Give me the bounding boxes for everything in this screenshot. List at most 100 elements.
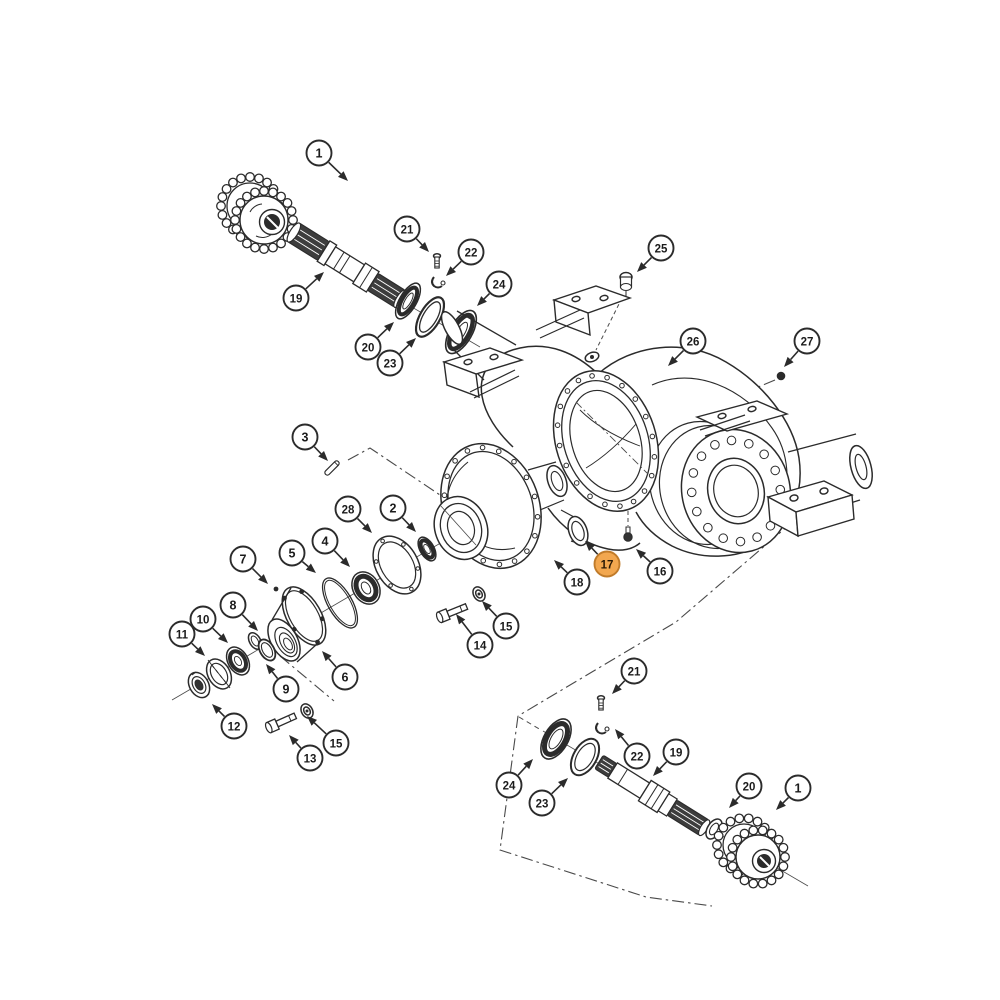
callout-number: 12 — [228, 721, 241, 733]
callout-circle — [528, 789, 556, 817]
callout-number: 10 — [197, 614, 210, 626]
callout-number: 16 — [654, 566, 667, 578]
callout-18[interactable]: 18 — [554, 560, 591, 596]
callout-10[interactable]: 10 — [189, 605, 229, 644]
callout-number: 11 — [176, 629, 189, 641]
callout-21[interactable]: 21 — [393, 215, 430, 253]
leader-arrowhead — [307, 716, 317, 726]
callout-number: 20 — [362, 342, 375, 354]
callout-21[interactable]: 21 — [612, 657, 648, 695]
callout-28[interactable]: 28 — [334, 495, 373, 534]
callout-number: 1 — [316, 147, 323, 161]
callout-24[interactable]: 24 — [495, 759, 534, 799]
callout-circle — [354, 333, 382, 361]
callout-number: 23 — [536, 798, 549, 810]
callout-25[interactable]: 25 — [637, 234, 675, 273]
leader-arrowhead — [362, 523, 372, 533]
callout-19[interactable]: 19 — [282, 272, 325, 312]
leader-arrowhead — [554, 560, 564, 570]
part-plug-27 — [776, 371, 786, 381]
callout-circle — [485, 270, 513, 298]
leader-arrowhead — [523, 759, 533, 770]
leader-arrowhead — [384, 322, 394, 332]
callout-22[interactable]: 22 — [446, 238, 485, 277]
callout-8[interactable]: 8 — [219, 591, 259, 632]
leader-arrowhead — [637, 262, 647, 272]
leader-arrowhead — [218, 633, 228, 643]
callout-circle — [647, 234, 675, 262]
callout-circle — [679, 327, 707, 355]
leader-arrowhead — [477, 296, 487, 306]
callout-3[interactable]: 3 — [291, 423, 329, 462]
callout-9[interactable]: 9 — [266, 664, 300, 703]
leader-arrowhead — [729, 797, 739, 808]
callout-number: 21 — [401, 224, 414, 236]
callout-11[interactable]: 11 — [168, 620, 206, 657]
callout-2[interactable]: 2 — [379, 494, 417, 533]
callout-number: 9 — [283, 683, 290, 697]
callout-7[interactable]: 7 — [229, 545, 269, 585]
part-bolt-14 — [435, 602, 469, 624]
callout-number: 5 — [289, 547, 296, 561]
leader-arrowhead — [456, 614, 466, 625]
callout-1[interactable]: 1 — [305, 139, 349, 182]
callout-14[interactable]: 14 — [456, 614, 494, 659]
callout-20[interactable]: 20 — [729, 772, 763, 809]
leader-arrowhead — [776, 800, 786, 810]
leader-arrowhead — [784, 356, 794, 367]
part-pilot-bearing-2 — [417, 536, 437, 562]
callout-27[interactable]: 27 — [784, 327, 821, 368]
callout-circle — [189, 605, 217, 633]
callout-19[interactable]: 19 — [653, 738, 690, 777]
callout-20[interactable]: 20 — [354, 322, 395, 361]
leader-line — [782, 796, 790, 804]
callout-23[interactable]: 23 — [528, 778, 569, 817]
callout-17[interactable]: 17 — [585, 541, 621, 578]
callout-16[interactable]: 16 — [636, 549, 674, 585]
callout-22[interactable]: 22 — [615, 729, 651, 770]
callout-15[interactable]: 15 — [482, 601, 520, 640]
leader-arrowhead — [653, 766, 663, 776]
callout-4[interactable]: 4 — [311, 527, 351, 568]
callout-circle — [272, 675, 300, 703]
callout-13[interactable]: 13 — [289, 735, 324, 772]
callout-circle — [168, 620, 196, 648]
part-shim-ring-lower — [569, 737, 601, 777]
leader-line — [212, 627, 222, 637]
callout-number: 19 — [670, 747, 683, 759]
callout-1[interactable]: 1 — [776, 774, 812, 811]
callout-number: 21 — [628, 666, 641, 678]
callout-number: 27 — [801, 336, 814, 348]
leader-line — [191, 642, 199, 650]
leader-line — [301, 561, 309, 568]
callout-circle — [282, 284, 310, 312]
callout-15[interactable]: 15 — [307, 716, 350, 757]
leader-line — [415, 238, 423, 246]
parts-artwork-layer — [187, 172, 873, 889]
part-nut-15-upper — [472, 586, 486, 602]
leader-arrowhead — [585, 541, 595, 551]
part-clip-upper — [431, 276, 446, 289]
callout-12[interactable]: 12 — [212, 704, 248, 740]
leader-arrowhead — [248, 621, 258, 631]
leader-arrowhead — [615, 729, 625, 740]
leader-line — [591, 547, 599, 555]
leader-line — [399, 344, 410, 355]
callout-23[interactable]: 23 — [376, 338, 417, 377]
callout-6[interactable]: 6 — [322, 651, 359, 691]
leader-line — [642, 555, 651, 563]
leader-arrowhead — [305, 563, 316, 573]
leader-arrowhead — [212, 704, 222, 714]
part-bearing-4 — [351, 571, 381, 605]
leader-arrowhead — [558, 778, 568, 788]
callout-circle — [492, 612, 520, 640]
part-screw-lower — [596, 695, 606, 711]
leader-line — [328, 161, 342, 175]
leader-arrowhead — [258, 574, 268, 584]
part-sprocket-lower — [712, 813, 790, 889]
callout-26[interactable]: 26 — [668, 327, 707, 367]
callout-5[interactable]: 5 — [278, 539, 317, 574]
callout-circle — [379, 494, 407, 522]
callout-24[interactable]: 24 — [477, 270, 513, 307]
